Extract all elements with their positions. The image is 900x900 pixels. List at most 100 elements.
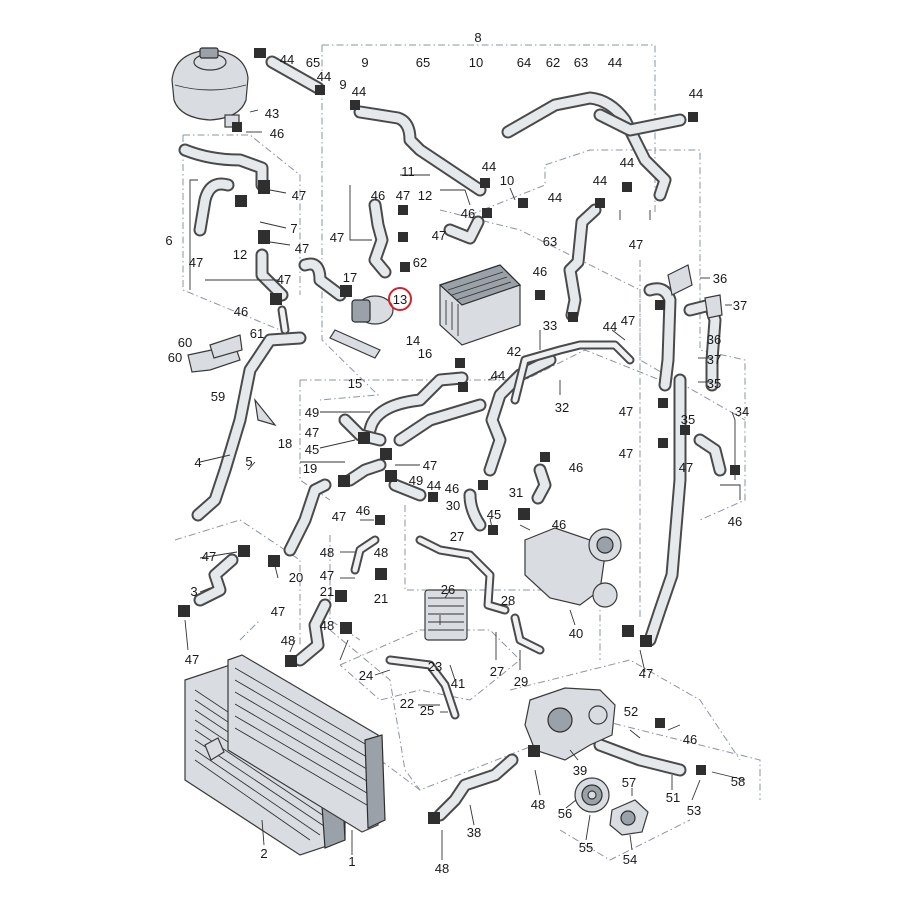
- callout-c60b: 60: [168, 350, 182, 365]
- callout-c44h: 44: [593, 173, 607, 188]
- callout-c27a: 27: [450, 529, 464, 544]
- callout-c44i: 44: [548, 190, 562, 205]
- callout-c62a: 62: [546, 55, 560, 70]
- callout-c63a: 63: [574, 55, 588, 70]
- callout-c46h: 46: [728, 514, 742, 529]
- callout-c47m: 47: [679, 460, 693, 475]
- callout-c12b: 62: [413, 255, 427, 270]
- callout-c47g: 47: [189, 255, 203, 270]
- callout-c16: 16: [418, 346, 432, 361]
- callout-c48f: 48: [435, 861, 449, 876]
- callout-c47b: 47: [396, 188, 410, 203]
- auxiliary-pump: [329, 295, 394, 359]
- callout-c42: 42: [507, 344, 521, 359]
- leader-lines: [184, 109, 746, 860]
- callout-c59: 59: [211, 389, 225, 404]
- callout-c22: 22: [400, 696, 414, 711]
- callout-c56: 56: [558, 806, 572, 821]
- callout-c33: 33: [543, 318, 557, 333]
- callout-c54: 54: [623, 852, 637, 867]
- callout-c46j: 46: [552, 517, 566, 532]
- filler-neck: [704, 294, 723, 319]
- callout-c46k: 46: [683, 732, 697, 747]
- callout-c9a: 9: [339, 77, 346, 92]
- callout-c47q: 47: [320, 568, 334, 583]
- hoses: [178, 55, 727, 822]
- callout-c41: 41: [451, 676, 465, 691]
- callout-c25: 25: [420, 703, 434, 718]
- heater-core: [438, 264, 522, 346]
- callout-c52: 52: [624, 704, 638, 719]
- callout-c35a: 35: [707, 376, 721, 391]
- callout-c24: 24: [359, 668, 373, 683]
- callout-c48a: 48: [320, 545, 334, 560]
- callout-c64: 64: [517, 55, 531, 70]
- callout-c9b: 9: [361, 55, 368, 70]
- callout-c37b: 37: [707, 352, 721, 367]
- callout-c44g: 44: [620, 155, 634, 170]
- callout-c49b: 49: [409, 473, 423, 488]
- callout-c2: 2: [260, 846, 267, 861]
- callout-c8: 8: [474, 30, 481, 45]
- callout-c46a: 46: [270, 126, 284, 141]
- flange: [209, 334, 243, 359]
- callout-c58: 58: [731, 774, 745, 789]
- callout-c38: 38: [467, 825, 481, 840]
- components: [184, 264, 723, 856]
- callout-c44l: 44: [427, 478, 441, 493]
- callout-c48b: 48: [374, 545, 388, 560]
- callout-c36b: 36: [707, 332, 721, 347]
- callout-c3: 3: [190, 584, 197, 599]
- callout-c45b: 45: [487, 507, 501, 522]
- callout-c44f: 44: [482, 159, 496, 174]
- callout-c57: 57: [622, 775, 636, 790]
- clamps: [178, 48, 740, 824]
- callout-c11: 11: [401, 164, 415, 179]
- callout-c47t: 47: [185, 652, 199, 667]
- callout-c10a: 10: [469, 55, 483, 70]
- turbocharger: [524, 527, 622, 608]
- callout-c53: 53: [687, 803, 701, 818]
- callout-c46c: 46: [461, 206, 475, 221]
- callout-c47s: 47: [639, 666, 653, 681]
- callout-labels: 8 44 65 44 9 9 65 10 64 62 63 44 44 44 4…: [165, 30, 749, 876]
- callout-c31: 31: [509, 485, 523, 500]
- callout-c44k: 44: [491, 368, 505, 383]
- callout-c13: 13: [393, 292, 407, 307]
- oil-cooler: [424, 589, 468, 641]
- callout-c46g: 46: [445, 481, 459, 496]
- pulley: [574, 777, 610, 813]
- callout-c46f: 46: [569, 460, 583, 475]
- callout-c45a: 45: [305, 442, 319, 457]
- callout-c47k: 47: [305, 425, 319, 440]
- callout-c44e: 44: [689, 86, 703, 101]
- callout-c48e: 48: [531, 797, 545, 812]
- callout-c6: 6: [165, 233, 172, 248]
- callout-c48d: 48: [281, 633, 295, 648]
- callout-c47i: 47: [621, 313, 635, 328]
- callout-c47f: 12: [233, 247, 247, 262]
- callout-c48c: 48: [320, 618, 334, 633]
- bracket-fin: [254, 397, 277, 427]
- callout-c7: 7: [290, 221, 297, 236]
- callout-c47j: 47: [619, 404, 633, 419]
- callout-c30: 30: [446, 498, 460, 513]
- callout-c46i: 46: [356, 503, 370, 518]
- water-pump: [609, 799, 649, 836]
- callout-c12a: 12: [418, 188, 432, 203]
- callout-c47a: 47: [292, 188, 306, 203]
- callout-c15: 15: [348, 376, 362, 391]
- callout-c19: 19: [303, 461, 317, 476]
- callout-c21a: 21: [320, 584, 334, 599]
- callout-c29: 29: [514, 674, 528, 689]
- callout-c60a: 60: [178, 335, 192, 350]
- callout-c28: 28: [501, 593, 515, 608]
- callout-c43: 43: [265, 106, 279, 121]
- callout-c44c: 44: [608, 55, 622, 70]
- callout-c46b: 46: [371, 188, 385, 203]
- callout-c47o: 47: [332, 509, 346, 524]
- callout-c23: 23: [428, 659, 442, 674]
- callout-c40: 40: [569, 626, 583, 641]
- condenser: [227, 654, 386, 833]
